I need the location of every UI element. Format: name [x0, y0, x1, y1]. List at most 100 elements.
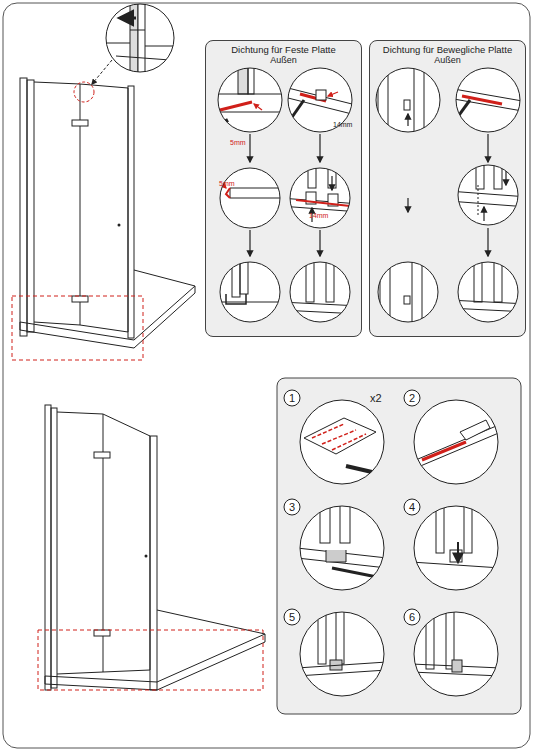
- drawing-line: [92, 60, 112, 84]
- detail-outline: [378, 262, 438, 322]
- detail-drawing: [304, 418, 376, 472]
- drawing-part: [474, 252, 482, 302]
- detail-circle: [290, 262, 350, 322]
- drawing-line: [116, 56, 170, 60]
- drawing-line: [226, 294, 246, 304]
- panel-heading: Dichtung für Bewegliche Platte: [370, 44, 525, 55]
- callout-circle: [284, 609, 300, 625]
- drawing-part: [72, 120, 88, 126]
- detail-drawing: [216, 178, 290, 198]
- step-arrow: [331, 176, 332, 190]
- drawing-part: [320, 503, 330, 543]
- detail-outline: [458, 165, 518, 225]
- step-arrow: [249, 230, 250, 256]
- drawing-part: [494, 252, 502, 302]
- drawing-part: [306, 252, 314, 302]
- detail-drawing: [210, 252, 290, 304]
- step-arrow: [319, 230, 320, 256]
- instruction-panel: Dichtung für Feste PlatteAußen: [205, 40, 362, 337]
- drawing-part: [476, 155, 484, 189]
- drawing-part: [248, 60, 254, 94]
- drawing-part: [128, 86, 134, 338]
- callout-number: 6: [409, 612, 415, 623]
- drawing-part: [380, 252, 390, 332]
- detail-circle: [300, 612, 384, 696]
- drawing-line: [448, 191, 528, 197]
- drawing-line: [304, 418, 376, 454]
- callout-circle: [404, 390, 420, 406]
- callout-circle: [284, 390, 300, 406]
- drawing-line: [20, 286, 195, 348]
- drawing-part: [412, 252, 422, 332]
- drawing-line: [346, 466, 372, 472]
- drawing-part: [20, 78, 27, 336]
- drawing-part: [464, 503, 472, 553]
- detail-outline: [288, 68, 352, 132]
- drawing-line: [297, 662, 387, 668]
- detail-outline: [376, 68, 440, 132]
- dimension-label: 5mm: [230, 139, 246, 146]
- step-arrow: [487, 134, 488, 162]
- drawing-line: [422, 442, 466, 460]
- drawing-line: [134, 270, 195, 286]
- detail-outline: [414, 400, 498, 484]
- drawing-part: [404, 100, 410, 110]
- drawing-line: [38, 630, 263, 690]
- drawing-line: [290, 100, 304, 120]
- drawing-line: [478, 185, 479, 215]
- instruction-panel: Dichtung für Bewegliche PlatteAußen: [369, 40, 526, 337]
- detail-outline: [218, 68, 282, 132]
- shower-enclosure: [12, 60, 195, 360]
- panel-subheading: Außen: [206, 55, 361, 66]
- page-frame: [3, 3, 530, 748]
- callout-number: 5: [289, 612, 295, 623]
- detail-circle: [458, 165, 518, 225]
- drawing-line: [100, 43, 130, 44]
- drawing-part: [138, 0, 145, 78]
- drawing-part: [94, 452, 110, 458]
- detail-drawing: [378, 60, 424, 140]
- panel-heading: Dichtung für Feste Platte: [206, 44, 361, 55]
- detail-outline: [290, 168, 350, 228]
- detail-circle: [414, 612, 498, 696]
- detail-drawing: [297, 609, 387, 676]
- detail-outline: [458, 262, 518, 322]
- step-arrow: [487, 228, 488, 256]
- drawing-part: [27, 80, 34, 332]
- detail-outline: [414, 612, 498, 696]
- detail-outline: [414, 506, 498, 590]
- drawing-line: [280, 310, 360, 314]
- detail-drawing: [380, 252, 422, 332]
- detail-circle: [414, 400, 498, 484]
- drawing-part: [450, 550, 462, 562]
- dimension-label: 14mm: [333, 121, 352, 128]
- drawing-part: [340, 503, 350, 543]
- drawing-line: [296, 200, 350, 206]
- drawing-part: [452, 660, 462, 672]
- detail-drawing: [297, 503, 387, 578]
- drawing-part: [326, 252, 334, 302]
- panel-ground: [205, 40, 362, 337]
- drawing-line: [297, 670, 387, 676]
- dimension-label: 14mm: [309, 212, 328, 219]
- drawing-line: [312, 424, 344, 438]
- panel-subheading: Außen: [370, 55, 525, 66]
- drawing-line: [12, 296, 143, 360]
- shower-enclosure: [38, 405, 265, 690]
- detail-outline: [290, 262, 350, 322]
- detail-circle: [290, 168, 350, 228]
- drawing-line: [210, 112, 290, 113]
- drawing-line: [130, 30, 145, 31]
- detail-drawing: [280, 252, 360, 314]
- step-arrow: [319, 134, 320, 162]
- drawing-part: [426, 609, 434, 669]
- step-arrow: [505, 171, 506, 185]
- detail-outline: [300, 612, 384, 696]
- detail-circle: [376, 68, 440, 132]
- steps-panel: [277, 378, 521, 714]
- detail-circle: [458, 262, 518, 322]
- drawing-part: [404, 296, 410, 304]
- drawing-line: [326, 550, 346, 562]
